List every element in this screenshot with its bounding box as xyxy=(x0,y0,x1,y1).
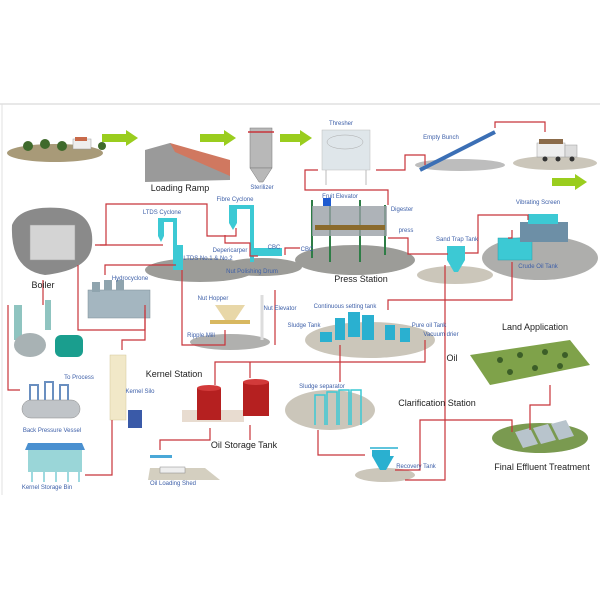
loading-ramp-icon xyxy=(145,143,230,182)
flow-line xyxy=(284,247,300,255)
ripple-mill-icon xyxy=(210,295,264,340)
arrow-icon xyxy=(280,130,312,146)
flow-line xyxy=(465,214,529,254)
truck-ground xyxy=(513,156,597,170)
label-recovery-tank: Recovery Tank xyxy=(396,464,436,470)
clarification-equipment-icon xyxy=(320,312,410,342)
flow-line xyxy=(508,230,513,239)
flow-line xyxy=(405,265,446,481)
sludge-separator-icon xyxy=(314,389,362,425)
label-press-station: Press Station xyxy=(334,274,388,284)
flow-line xyxy=(387,262,513,310)
label-hydrocyclone: Hydrocyclone xyxy=(111,276,149,282)
label-crude-oil-tank: Crude Oil Tank xyxy=(518,264,558,270)
label-nut-hopper: Nut Hopper xyxy=(197,296,229,302)
label-digester: Digester xyxy=(390,207,414,213)
flow-line xyxy=(7,305,20,391)
label-vacuum-drier: Vacuum drier xyxy=(423,332,459,338)
flow-line xyxy=(121,310,146,350)
label-kernel-storage-bin: Kernel Storage Bin xyxy=(21,485,73,491)
back-pressure-vessel-icon xyxy=(21,381,81,419)
truck-icon xyxy=(536,139,578,162)
label-thresher: Thresher xyxy=(328,121,354,127)
label-continuous-setting-tank: Continuous setting tank xyxy=(313,304,377,310)
flow-line xyxy=(494,121,546,132)
flow-line xyxy=(388,237,448,255)
flow-line xyxy=(85,420,113,476)
label-kernel-silo: Kernel Silo xyxy=(125,389,155,395)
arrow-icon xyxy=(552,174,587,190)
label-empty-bunch: Empty Bunch xyxy=(423,135,459,141)
oil-storage-tank-icon xyxy=(182,379,269,422)
label-sterilizer: Sterilizer xyxy=(250,185,274,191)
generator-icon xyxy=(14,300,83,357)
flow-line xyxy=(376,154,426,171)
label-back-pressure-vessel: Back Pressure Vessel xyxy=(22,428,82,434)
label-oil-loading-shed: Oil Loading Shed xyxy=(149,481,197,487)
label-cbc: CBC xyxy=(267,245,281,251)
label-cbc: CBC xyxy=(300,247,314,253)
kernel-storage-bin-icon xyxy=(25,443,85,482)
label-nut-polishing-drum: Nut Polishing Drum xyxy=(226,269,278,275)
flow-line xyxy=(181,270,226,346)
flow-line xyxy=(529,385,551,430)
recovery-tank-icon xyxy=(370,447,398,470)
label-ltds-no: LTDS No.1 & No.2 xyxy=(183,256,233,262)
cbc-ground xyxy=(222,258,302,276)
recovery-ground xyxy=(355,468,415,482)
flow-line xyxy=(104,264,176,275)
crude-oil-tank-icon xyxy=(497,214,568,261)
effluent-treatment-icon xyxy=(492,420,588,453)
flow-line xyxy=(214,340,426,385)
arrow-icon xyxy=(102,130,138,146)
plantation-icon xyxy=(23,137,106,151)
flow-line xyxy=(395,419,513,471)
label-loading-ramp: Loading Ramp xyxy=(150,183,210,193)
label-sand-trap-tank: Sand Trap Tank xyxy=(436,237,478,243)
process-arrows xyxy=(102,130,587,190)
thresher-icon xyxy=(321,129,371,185)
oil-loading-shed-icon xyxy=(148,455,220,480)
label-depericarper: Depericarper xyxy=(212,248,248,254)
label-nut-elevator: Nut Elevator xyxy=(263,306,297,312)
label-to-process: To Process xyxy=(64,375,94,381)
flow-lines xyxy=(7,121,551,481)
boiler-icon xyxy=(11,207,93,275)
label-ripple-mill: Ripple Mill xyxy=(187,333,215,339)
hydrocyclone-icon xyxy=(87,280,151,319)
sludge-ground xyxy=(285,390,375,430)
label-kernel-station: Kernel Station xyxy=(145,369,203,379)
kernel-silo-icon xyxy=(109,354,142,428)
sterilizer-icon xyxy=(248,127,274,183)
fibre-cyclone-icon xyxy=(229,205,282,262)
label-press: press xyxy=(398,228,414,234)
label-oil: Oil xyxy=(446,353,458,363)
flow-line xyxy=(159,428,211,450)
label-vibrating-screen: Vibrating Screen xyxy=(515,200,561,206)
label-fibre-cyclone: Fibre Cyclone xyxy=(216,197,254,203)
ripple-ground xyxy=(190,334,270,350)
label-pure-oil-tank: Pure oil Tank xyxy=(411,323,447,329)
flow-line xyxy=(304,169,389,205)
arrow-icon xyxy=(200,130,236,146)
label-clarification-station: Clarification Station xyxy=(398,398,476,408)
label-sludge-tank: Sludge Tank xyxy=(287,323,321,329)
label-sludge-separator: Sludge separator xyxy=(299,384,345,390)
empty-bunch-conveyor-icon xyxy=(415,130,505,172)
land-application-icon xyxy=(470,340,590,385)
label-fruit-elevator: Fruit Elevator xyxy=(322,194,358,200)
flow-line xyxy=(224,235,258,257)
sand-trap-ground xyxy=(417,266,493,284)
flow-line xyxy=(317,430,365,456)
label-boiler: Boiler xyxy=(31,280,55,290)
label-oil-storage-tank: Oil Storage Tank xyxy=(210,440,278,450)
sand-trap-tank-icon xyxy=(447,246,465,272)
label-final-effluent-treatment: Final Effluent Treatment xyxy=(494,462,590,472)
press-station-icon xyxy=(311,198,387,262)
label-land-application: Land Application xyxy=(501,322,569,332)
label-ltds-cyclone: LTDS Cyclone xyxy=(142,210,182,216)
ltds-cyclone-icon xyxy=(158,218,183,270)
